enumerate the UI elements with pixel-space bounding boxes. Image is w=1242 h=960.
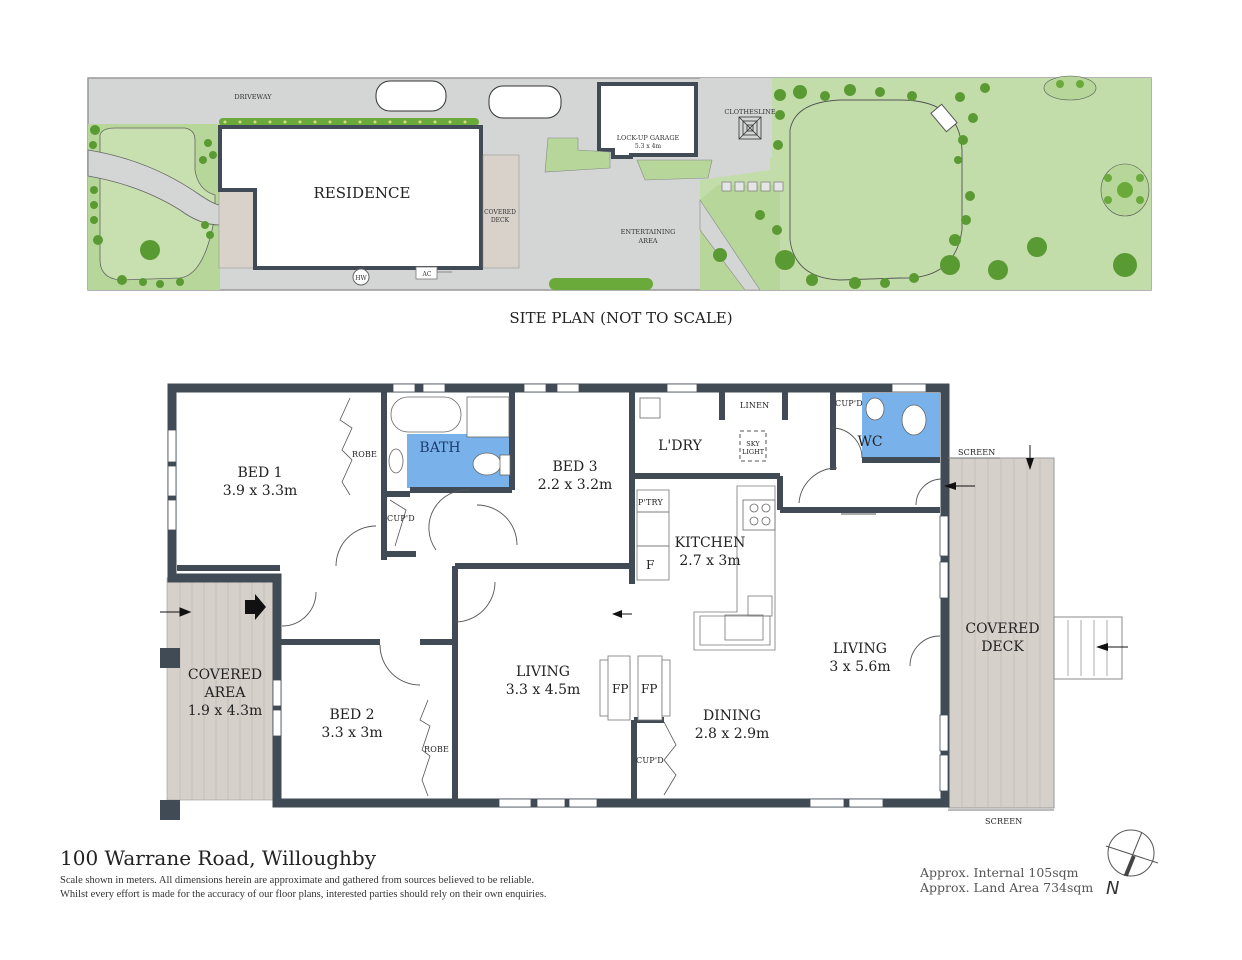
room-dining: DINING 2.8 x 2.9m (682, 707, 782, 743)
disclaimer-line-1: Scale shown in meters. All dimensions he… (60, 875, 535, 886)
site-plan-drawing: DRIVEWAY RESIDENCE COVERED DECK LOCK-UP … (87, 75, 1152, 291)
label-fridge: F (646, 558, 655, 572)
label-screen-top: SCREEN (958, 448, 996, 457)
room-name: BED 2 (329, 707, 375, 723)
room-size: 3.9 x 3.3m (222, 483, 298, 499)
svg-text:COVERED: COVERED (484, 209, 516, 216)
label-cupd-hall: CUP'D (387, 514, 415, 523)
room-name-line1: COVERED (965, 621, 1040, 637)
front-garden (87, 124, 221, 290)
label-linen: LINEN (740, 401, 770, 410)
svg-text:5.3 x 4m: 5.3 x 4m (635, 143, 662, 150)
room-name-line2: AREA (204, 685, 246, 701)
doors (281, 427, 943, 686)
svg-text:HW: HW (355, 275, 367, 282)
property-address: 100 Warrane Road, Willoughby (60, 846, 377, 870)
residence (218, 125, 520, 270)
disclaimer-line-2: Whilst every effort is made for the accu… (60, 889, 547, 900)
room-covered-area: COVERED AREA 1.9 x 4.3m (175, 666, 275, 720)
label-pantry: P'TRY (638, 498, 663, 507)
floor-plan (0, 370, 1242, 840)
label-fireplace-living: FP (612, 682, 629, 696)
label-fireplace-dining: FP (641, 682, 658, 696)
room-size: 2.2 x 3.2m (537, 477, 613, 493)
walls (167, 383, 950, 808)
label-cupd-wc: CUP'D (835, 399, 863, 408)
room-bed3: BED 3 2.2 x 3.2m (525, 458, 625, 494)
room-kitchen: KITCHEN 2.7 x 3m (665, 534, 755, 570)
rear-lawn (699, 75, 1151, 291)
room-size: 1.9 x 4.3m (187, 703, 263, 719)
land-area: Approx. Land Area 734sqm (920, 880, 1094, 895)
room-name: LIVING (833, 641, 887, 657)
svg-text:DRIVEWAY: DRIVEWAY (234, 93, 272, 101)
room-size: 2.7 x 3m (679, 553, 741, 569)
internal-area: Approx. Internal 105sqm (920, 865, 1079, 880)
clothesline-icon (738, 116, 762, 140)
room-size: 3 x 5.6m (829, 659, 891, 675)
room-name: LIVING (516, 664, 570, 680)
site-plan: DRIVEWAY RESIDENCE COVERED DECK LOCK-UP … (0, 0, 1242, 300)
room-laundry: L'DRY (658, 438, 702, 454)
label-robe-bed1: ROBE (352, 450, 378, 459)
room-name-line1: COVERED (187, 667, 263, 683)
floor-plan-drawing (160, 383, 1128, 820)
room-wc: WC (857, 434, 883, 450)
robes (339, 397, 677, 797)
north-arrow-icon: N (1102, 828, 1162, 900)
north-label: N (1106, 878, 1120, 899)
room-name-line2: DECK (981, 639, 1024, 655)
room-covered-deck: COVERED DECK (955, 620, 1050, 656)
room-name: DINING (703, 708, 761, 724)
label-robe-bed2: ROBE (424, 745, 450, 754)
room-name: BED 3 (552, 459, 598, 475)
kitchen-bench (693, 485, 776, 651)
label-cupd-dining: CUP'D (636, 756, 664, 765)
svg-text:AREA: AREA (637, 237, 657, 245)
svg-text:CLOTHESLINE: CLOTHESLINE (724, 108, 775, 116)
room-size: 2.8 x 2.9m (694, 726, 770, 742)
room-size: 3.3 x 3m (321, 725, 383, 741)
site-plan-caption: SITE PLAN (NOT TO SCALE) (509, 309, 733, 327)
room-size: 3.3 x 4.5m (505, 682, 581, 698)
room-bed1: BED 1 3.9 x 3.3m (200, 464, 320, 500)
label-screen-bottom: SCREEN (985, 817, 1023, 826)
room-bed2: BED 2 3.3 x 3m (302, 706, 402, 742)
windows (167, 383, 949, 808)
bath-fixtures (388, 396, 927, 531)
room-name: KITCHEN (674, 535, 746, 551)
covered-deck-east (948, 457, 1123, 809)
svg-text:AC: AC (422, 271, 432, 278)
svg-text:DECK: DECK (491, 217, 510, 224)
label-skylight: SKY LIGHT (742, 440, 765, 456)
svg-text:RESIDENCE: RESIDENCE (314, 184, 411, 202)
svg-text:ENTERTAINING: ENTERTAINING (621, 228, 676, 236)
room-living-mid: LIVING 3.3 x 4.5m (493, 663, 593, 699)
fireplaces (599, 655, 671, 721)
svg-text:LOCK-UP GARAGE: LOCK-UP GARAGE (617, 134, 680, 142)
room-bath: BATH (419, 440, 461, 456)
garage (597, 82, 698, 159)
room-living-east: LIVING 3 x 5.6m (810, 640, 910, 676)
entry-arrows (160, 445, 1128, 651)
room-name: BED 1 (237, 465, 283, 481)
